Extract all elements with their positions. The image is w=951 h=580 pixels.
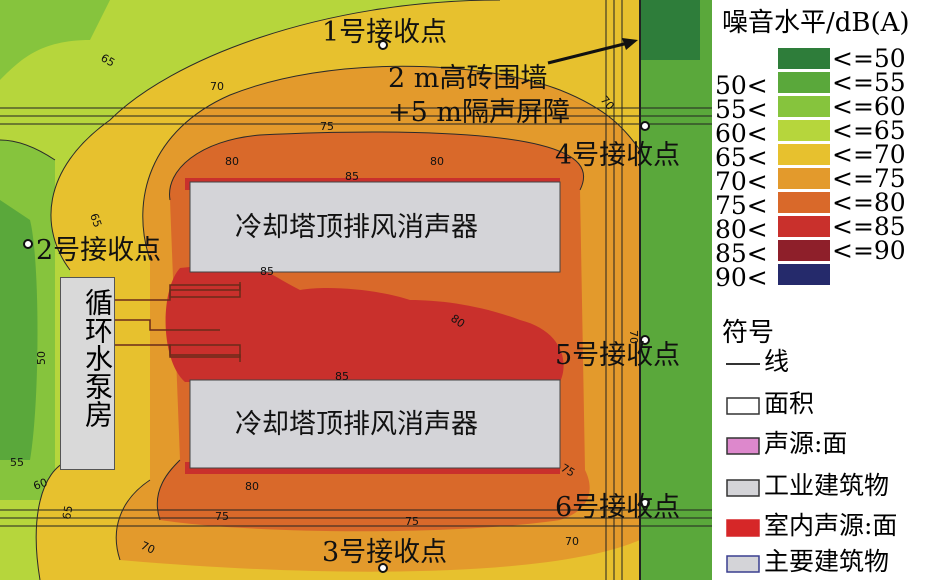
area-symbol-icon: [726, 396, 760, 415]
legend-low-4: 65<: [715, 143, 768, 172]
legend-swatch-0: [778, 48, 830, 69]
svg-text:75: 75: [559, 461, 578, 479]
legend-range-2: <=60: [832, 92, 906, 121]
svg-text:85: 85: [260, 265, 274, 278]
legend-low-5: 70<: [715, 167, 768, 196]
legend-range-8: <=90: [832, 236, 906, 265]
svg-text:65: 65: [99, 51, 118, 69]
legend-low-3: 60<: [715, 119, 768, 148]
legend-swatch-1: [778, 72, 830, 93]
svg-text:80: 80: [430, 155, 444, 168]
legend-low-8: 85<: [715, 239, 768, 268]
pump-house: 循环水泵房: [60, 277, 115, 470]
legend-range-7: <=85: [832, 212, 906, 241]
legend-low-1: 50<: [715, 71, 768, 100]
legend-swatch-7: [778, 216, 830, 237]
symbol-row-main-building: 主要建筑物: [726, 546, 889, 578]
wall-annotation: 2 m高砖围墙: [388, 63, 548, 94]
legend-title: 噪音水平/dB(A): [722, 8, 910, 38]
legend-low-7: 80<: [715, 215, 768, 244]
legend-swatch-2: [778, 96, 830, 117]
receiver-2-label: 2号接收点: [36, 235, 162, 266]
svg-text:70: 70: [210, 80, 224, 93]
pump-house-label: 循环水泵房: [81, 288, 114, 428]
svg-text:50: 50: [35, 351, 48, 365]
receiver-4-label: 4号接收点: [555, 140, 681, 171]
legend-range-3: <=65: [832, 116, 906, 145]
svg-text:70: 70: [139, 539, 157, 557]
receiver-6-label: 6号接收点: [555, 492, 681, 523]
svg-text:85: 85: [335, 370, 349, 383]
barrier-annotation: +5 m隔声屏障: [388, 97, 570, 128]
svg-text:75: 75: [215, 510, 229, 523]
svg-text:75: 75: [405, 515, 419, 528]
symbol-row-area-source: 声源:面: [726, 428, 847, 460]
legend-range-4: <=70: [832, 140, 906, 169]
symbol-row-line: 线: [726, 346, 789, 378]
symbol-row-industrial-building: 工业建筑物: [726, 470, 889, 502]
legend-panel: 噪音水平/dB(A) <=50 50< <=55 55< <=60 60< <=…: [712, 0, 951, 580]
legend-range-5: <=75: [832, 164, 906, 193]
legend-low-2: 55<: [715, 95, 768, 124]
svg-text:80: 80: [245, 480, 259, 493]
svg-text:60: 60: [32, 476, 50, 493]
legend-low-6: 75<: [715, 191, 768, 220]
receiver-5-label: 5号接收点: [555, 340, 681, 371]
main-building-symbol-icon: [726, 554, 760, 573]
area-source-symbol-icon: [726, 436, 760, 455]
legend-low-9: 90<: [715, 263, 768, 292]
legend-swatch-5: [778, 168, 830, 189]
symbol-row-area: 面积: [726, 388, 814, 420]
indoor-source-symbol-icon: [726, 518, 760, 537]
noise-contour-map: 65 70 75 80 85 80 85 80 85 80 75 70 75 6…: [0, 0, 712, 580]
legend-swatch-8: [778, 240, 830, 261]
svg-text:55: 55: [10, 456, 24, 469]
svg-text:65: 65: [60, 504, 75, 520]
legend-swatch-6: [778, 192, 830, 213]
svg-text:75: 75: [320, 120, 334, 133]
svg-text:70: 70: [627, 330, 640, 344]
legend-swatch-3: [778, 120, 830, 141]
industrial-building-symbol-icon: [726, 478, 760, 497]
legend-range-0: <=50: [832, 44, 906, 73]
symbol-row-indoor-source: 室内声源:面: [726, 510, 897, 542]
receiver-3-label: 3号接收点: [322, 537, 448, 568]
legend-swatch-4: [778, 144, 830, 165]
svg-text:70: 70: [565, 535, 579, 548]
receiver-1-label: 1号接收点: [322, 17, 448, 48]
legend-swatch-9: [778, 264, 830, 285]
cooling-tower-top-label: 冷却塔顶排风消声器: [235, 212, 478, 243]
symbols-title: 符号: [722, 318, 775, 348]
svg-text:80: 80: [225, 155, 239, 168]
svg-text:65: 65: [87, 212, 104, 230]
svg-text:85: 85: [345, 170, 359, 183]
legend-range-6: <=80: [832, 188, 906, 217]
line-symbol-icon: [726, 362, 760, 365]
cooling-tower-bottom-label: 冷却塔顶排风消声器: [235, 409, 478, 440]
legend-range-1: <=55: [832, 68, 906, 97]
